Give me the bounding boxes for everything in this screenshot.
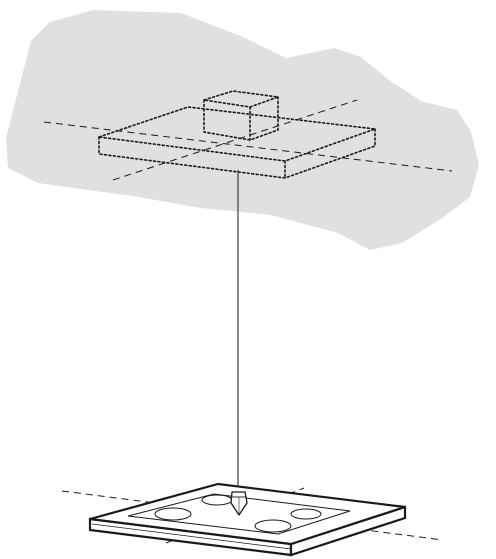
overhead-space-cloud bbox=[6, 10, 479, 250]
dotted-slab-outline bbox=[98, 106, 376, 179]
board-edge-highlight bbox=[91, 523, 292, 550]
dotted-cube-outline bbox=[203, 90, 279, 141]
board-circle-left-front bbox=[154, 507, 192, 521]
floor-board bbox=[88, 482, 407, 557]
board-circle-right-front bbox=[254, 519, 292, 533]
board-top-surface bbox=[89, 482, 406, 546]
board-markings bbox=[127, 493, 351, 535]
upper-reference-axes bbox=[43, 99, 453, 181]
upper-axis-diagonal bbox=[112, 99, 358, 181]
upper-axis-horizontal bbox=[43, 121, 453, 172]
board-circle-right-back bbox=[290, 508, 322, 520]
plumb-bob-icon bbox=[230, 491, 248, 516]
board-inner-rectangle bbox=[127, 493, 351, 535]
